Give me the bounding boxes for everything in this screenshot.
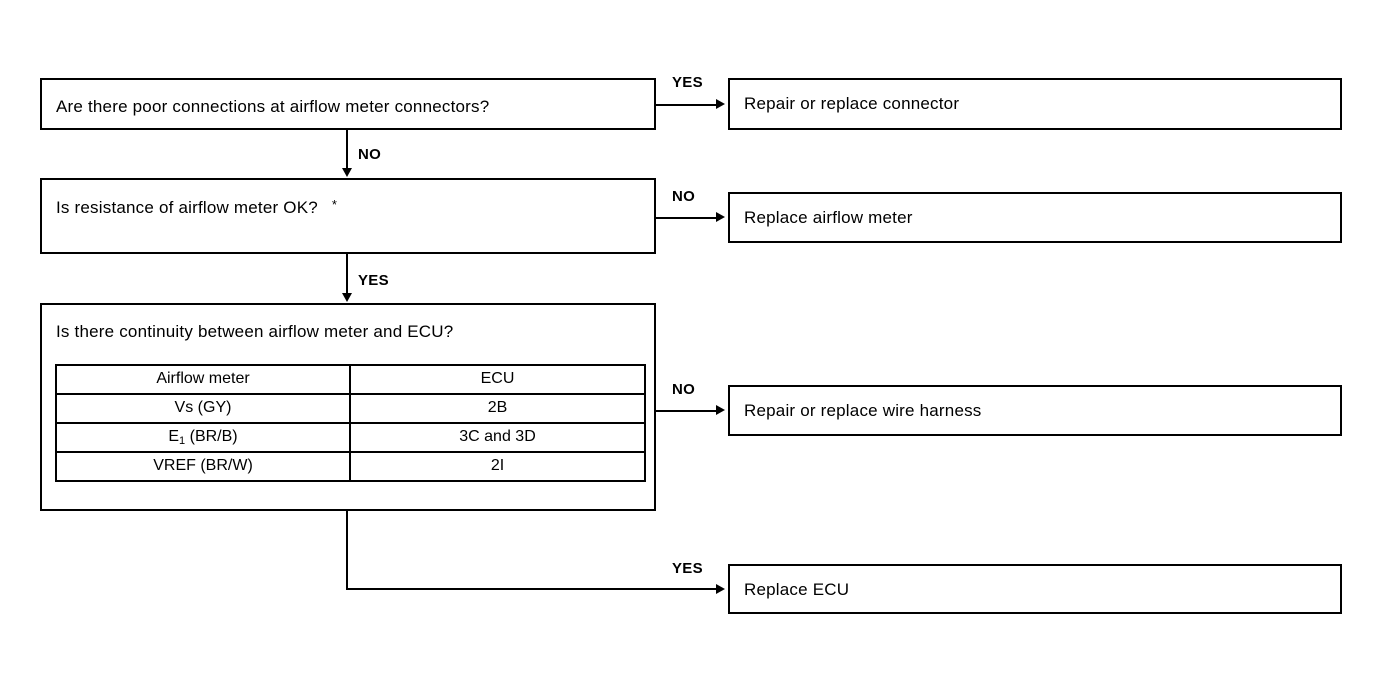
action-box-replace-ecu[interactable]: Replace ECU (728, 564, 1342, 614)
cell-ecu-e1: 3C and 3D (349, 422, 646, 453)
edge-q3-a4-vertical (346, 511, 348, 589)
cell-meter-e1: E1 (BR/B) (55, 422, 351, 453)
question-box-connections[interactable]: Are there poor connections at airflow me… (40, 78, 656, 130)
arrow-q1-a1 (716, 99, 725, 109)
question-2-text: Is resistance of airflow meter OK? * (56, 197, 337, 218)
edge-q1-a1 (656, 104, 718, 106)
action-1-text: Repair or replace connector (744, 94, 960, 113)
question-2-label: Is resistance of airflow meter OK? (56, 198, 318, 217)
edge-q1-q2 (346, 130, 348, 170)
table-row: Vs (GY) 2B (55, 393, 646, 424)
table-header-airflow-meter: Airflow meter (55, 364, 351, 395)
edge-label-q1-q2: NO (358, 146, 382, 163)
edge-q2-a2 (656, 217, 718, 219)
table-header-row: Airflow meter ECU (55, 364, 646, 395)
cell-meter-vref: VREF (BR/W) (55, 451, 351, 482)
question-1-text: Are there poor connections at airflow me… (56, 97, 490, 116)
question-box-resistance[interactable]: Is resistance of airflow meter OK? * (40, 178, 656, 254)
edge-label-q2-a2: NO (672, 188, 696, 205)
arrow-q2-a2 (716, 212, 725, 222)
edge-label-q1-a1: YES (672, 74, 703, 91)
action-4-text: Replace ECU (744, 580, 850, 599)
continuity-table: Airflow meter ECU Vs (GY) 2B E1 (BR/B) 3… (55, 364, 646, 482)
cell-ecu-vs: 2B (349, 393, 646, 424)
edge-label-q3-a3: NO (672, 381, 696, 398)
cell-meter-e1-base: E (168, 427, 180, 445)
action-3-text: Repair or replace wire harness (744, 401, 982, 420)
arrow-q3-a3 (716, 405, 725, 415)
question-box-continuity[interactable]: Is there continuity between airflow mete… (40, 303, 656, 511)
action-2-text: Replace airflow meter (744, 208, 913, 227)
table-row: E1 (BR/B) 3C and 3D (55, 422, 646, 453)
edge-label-q3-a4: YES (672, 560, 703, 577)
cell-meter-vs: Vs (GY) (55, 393, 351, 424)
arrow-q3-a4 (716, 584, 725, 594)
edge-q2-q3 (346, 254, 348, 295)
action-box-repair-wire-harness[interactable]: Repair or replace wire harness (728, 385, 1342, 436)
question-3-text: Is there continuity between airflow mete… (56, 322, 454, 341)
action-box-repair-connector[interactable]: Repair or replace connector (728, 78, 1342, 130)
cell-ecu-vref: 2I (349, 451, 646, 482)
action-box-replace-airflow-meter[interactable]: Replace airflow meter (728, 192, 1342, 243)
footnote-asterisk: * (331, 197, 338, 212)
arrow-q2-q3 (342, 293, 352, 302)
table-header-ecu: ECU (349, 364, 646, 395)
arrow-q1-q2 (342, 168, 352, 177)
edge-label-q2-q3: YES (358, 272, 389, 289)
edge-q3-a3 (656, 410, 718, 412)
table-row: VREF (BR/W) 2I (55, 451, 646, 482)
cell-meter-e1-rest: (BR/B) (185, 427, 238, 445)
edge-q3-a4-horizontal (346, 588, 718, 590)
cell-meter-e1-subscript: 1 (179, 434, 186, 447)
